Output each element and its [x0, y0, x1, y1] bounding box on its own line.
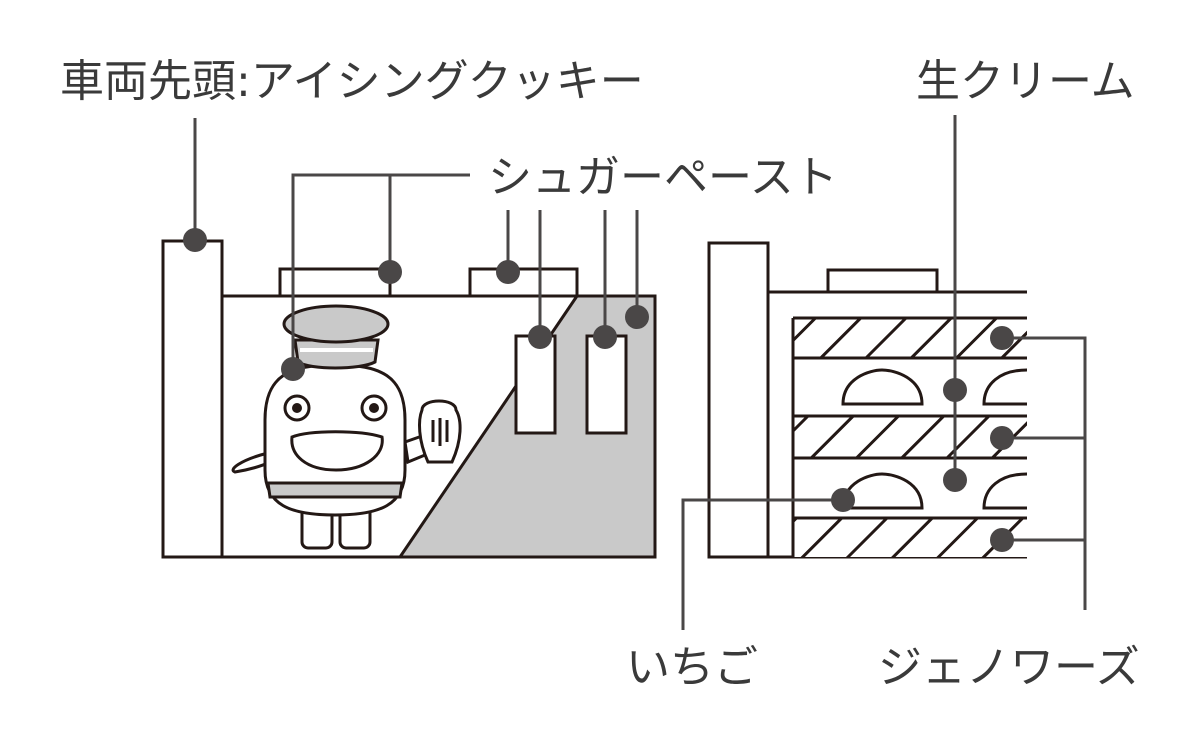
car-pillar: [707, 241, 770, 559]
window-2: [585, 334, 628, 435]
strawberry-3: [982, 368, 1028, 406]
cake-car: [707, 241, 1028, 559]
mouth: [290, 430, 384, 472]
front-car: [161, 239, 657, 559]
roof-block: [826, 268, 939, 294]
label-sugar-paste: シュガーペースト: [488, 152, 838, 203]
hat-band: [293, 338, 380, 370]
label-strawberry: いちご: [626, 642, 758, 693]
strawberry-1: [841, 368, 924, 406]
roof-block-1: [278, 267, 392, 298]
front-pillar: [161, 239, 224, 559]
genoise-layer-1: [793, 318, 1027, 358]
strawberry-4: [982, 472, 1028, 510]
leader-lines: [183, 115, 1087, 630]
label-genoise: ジェノワーズ: [878, 642, 1140, 693]
label-fresh-cream: 生クリーム: [916, 56, 1135, 107]
window-1: [514, 334, 557, 435]
strawberry-2: [841, 472, 924, 510]
genoise-layer-3: [793, 518, 1027, 557]
label-front-icing-cookie: 車両先頭:アイシングクッキー: [60, 56, 644, 107]
conductor-character: [231, 304, 462, 550]
car-body: [163, 294, 657, 559]
hat-top: [282, 304, 390, 344]
roof-block-2: [468, 267, 579, 298]
genoise-layer-2: [793, 416, 1027, 458]
